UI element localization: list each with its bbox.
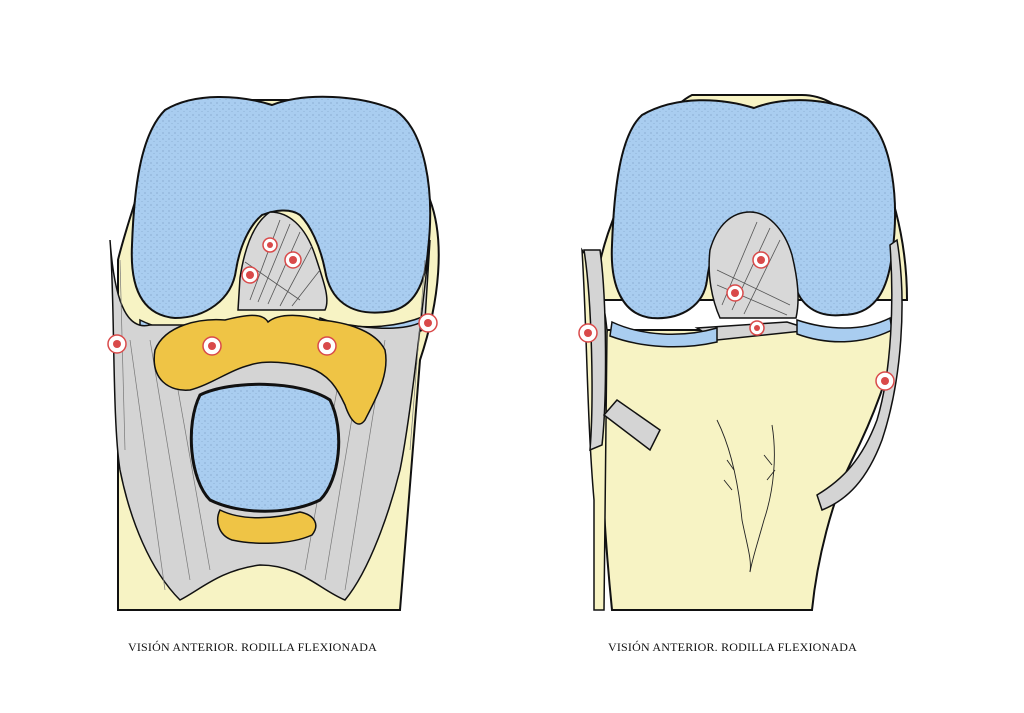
figure-caption: VISIÓN ANTERIOR. RODILLA FLEXIONADA bbox=[128, 640, 377, 654]
target-marker-icon bbox=[418, 313, 438, 333]
target-marker-icon bbox=[241, 266, 259, 284]
tibial-tuberosity bbox=[716, 419, 776, 573]
knee-anterior-flexed-with-capsule bbox=[107, 95, 440, 611]
femoral-condyles-cartilage bbox=[130, 95, 432, 320]
target-marker-icon bbox=[726, 284, 744, 302]
tibial-collateral-ligament bbox=[816, 238, 903, 511]
medial-meniscus bbox=[609, 320, 718, 348]
fibular-collateral-ligament bbox=[583, 249, 607, 452]
figure-left: VISIÓN ANTERIOR. RODILLA FLEXIONADA bbox=[107, 95, 440, 654]
target-marker-icon bbox=[202, 336, 222, 356]
target-marker-icon bbox=[262, 237, 278, 253]
cut-tendon bbox=[602, 398, 661, 452]
target-marker-icon bbox=[578, 323, 598, 343]
target-marker-icon bbox=[107, 334, 127, 354]
target-markers bbox=[107, 237, 438, 356]
knee-anterior-flexed-bones bbox=[578, 94, 909, 611]
target-marker-icon bbox=[875, 371, 895, 391]
patella-cartilage bbox=[189, 382, 341, 513]
figure-caption: VISIÓN ANTERIOR. RODILLA FLEXIONADA bbox=[608, 640, 857, 654]
target-markers bbox=[578, 251, 895, 391]
inferior-fat-pad bbox=[217, 508, 317, 545]
target-marker-icon bbox=[284, 251, 302, 269]
target-marker-icon bbox=[317, 336, 337, 356]
target-marker-icon bbox=[749, 320, 765, 336]
target-marker-icon bbox=[752, 251, 770, 269]
figure-right: VISIÓN ANTERIOR. RODILLA FLEXIONADA bbox=[512, 0, 1024, 713]
cruciate-ligaments bbox=[237, 211, 328, 311]
